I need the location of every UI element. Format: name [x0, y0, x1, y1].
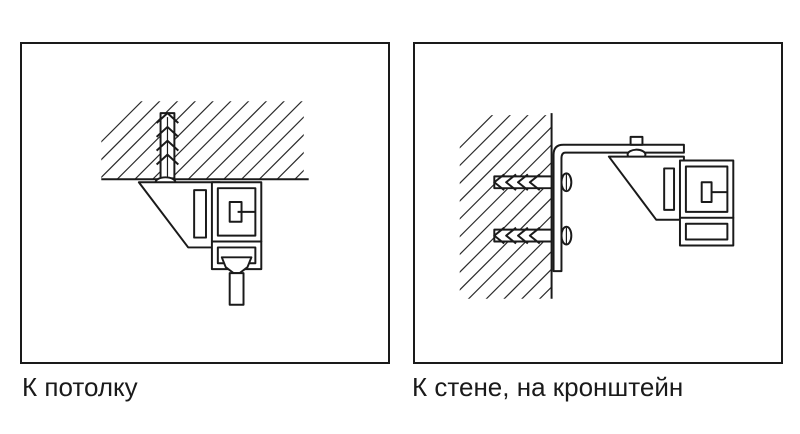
curtain-rail-profile [678, 159, 735, 247]
ceiling-mount-panel [20, 42, 390, 364]
bracket-slot [193, 189, 207, 239]
wall-mount-panel [413, 42, 783, 364]
caption-ceiling: К потолку [22, 372, 138, 402]
caption-wall-bracket: К стене, на кронштейн [412, 372, 684, 402]
curtain-glider [220, 256, 253, 306]
lower-wall-dowel [493, 225, 573, 246]
ceiling-dowel [155, 112, 179, 180]
ceiling-hatching [101, 101, 304, 180]
ceiling-bracket [137, 181, 221, 249]
wall-mount-diagram [459, 113, 735, 299]
ceiling-mount-diagram [101, 101, 309, 306]
mounting-block-slot [663, 167, 676, 211]
upper-wall-dowel [493, 172, 573, 193]
wall-angle-bracket [552, 143, 685, 273]
curtain-rail-profile [210, 181, 263, 271]
